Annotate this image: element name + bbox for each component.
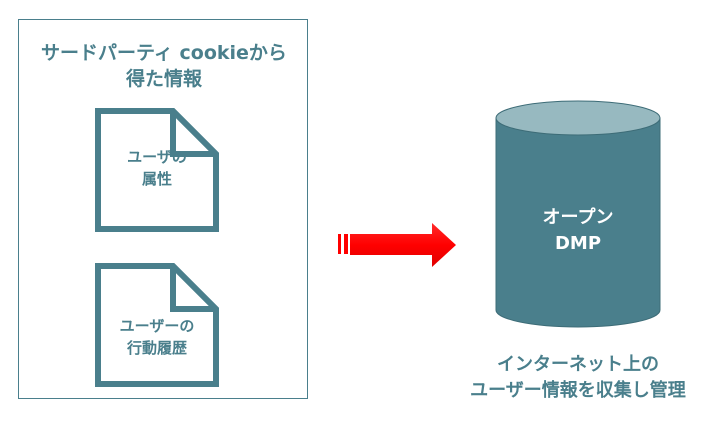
database-caption: インターネット上の ユーザー情報を収集し管理 [470,354,686,401]
document-user-behavior: ユーザーの 行動履歴 [95,263,219,387]
document-label: ユーザーの 行動履歴 [119,317,195,357]
document-icon [95,108,219,232]
database-cylinder [495,100,661,328]
source-info-panel: サードパーティ cookieから 得た情報 ユーザの 属性 ユーザーの 行動履歴 [18,19,308,399]
arrow-right-icon [338,223,456,267]
database-label: オープン DMP [542,207,614,254]
document-icon [95,263,219,387]
panel-title: サードパーティ cookieから 得た情報 [41,42,287,90]
document-user-attributes: ユーザの 属性 [95,108,219,232]
document-label: ユーザの 属性 [127,148,187,188]
